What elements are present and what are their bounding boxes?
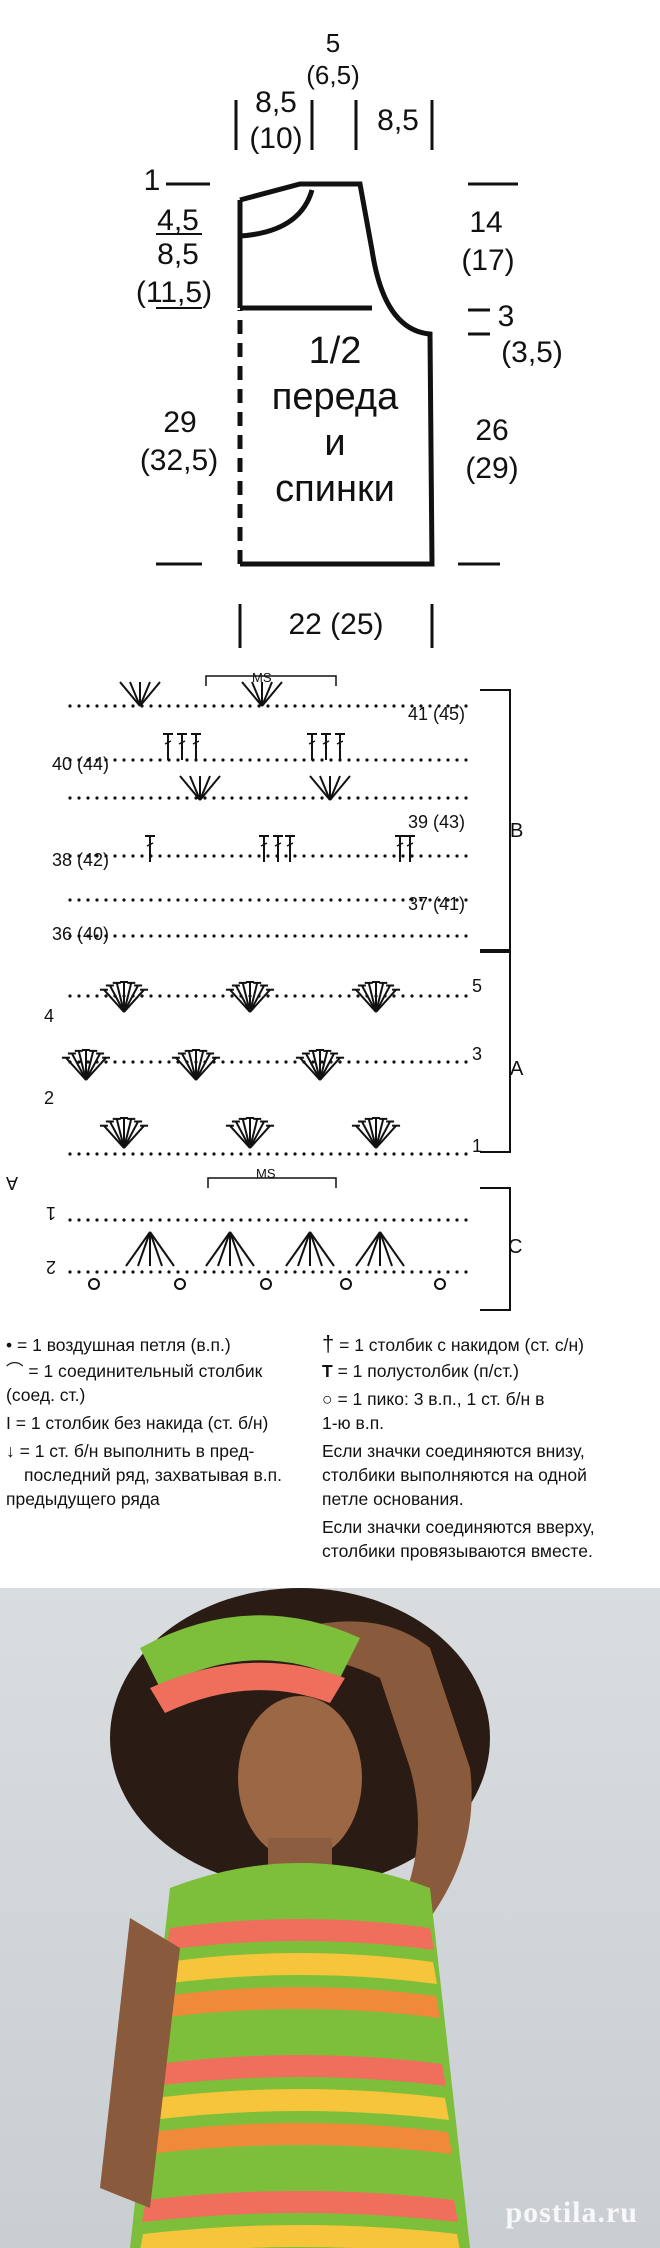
model-photo: postila.ru	[0, 1588, 660, 2248]
section-label-c: C	[508, 1236, 523, 1258]
dim-left-1: 1	[143, 164, 161, 197]
panel-title-1: 1/2	[308, 330, 362, 372]
dim-left-29: 29	[163, 406, 197, 439]
dim-right-17: (17)	[461, 244, 515, 277]
row-label-1: 1	[472, 1136, 483, 1156]
legend-note1-1: Если значки соединяются внизу,	[322, 1441, 585, 1461]
legend-sc: I = 1 столбик без накида (ст. б/н)	[6, 1413, 269, 1433]
legend-sc-prev-2: последний ряд, захватывая в.п.	[24, 1465, 282, 1485]
legend-sc-prev: ↓ = 1 ст. б/н выполнить в пред-	[6, 1441, 255, 1461]
c-row-label-2: 2	[46, 1257, 57, 1277]
row-label-3: 3	[472, 1044, 483, 1064]
legend-hdc: T = 1 полустолбик (п/ст.)	[322, 1361, 519, 1381]
row-label-41: 41 (45)	[408, 704, 466, 724]
ms-label-bottom: MS	[256, 1166, 276, 1181]
legend-note1-3: петле основания.	[322, 1489, 464, 1509]
legend-dc: † = 1 столбик с накидом (ст. с/н)	[322, 1331, 585, 1356]
arrow-down-icon: ↓	[6, 1441, 15, 1461]
legend-picot: ○ = 1 пико: 3 в.п., 1 ст. б/н в	[322, 1389, 545, 1409]
ms-label-top: MS	[252, 670, 272, 685]
dim-top-center-alt: (6,5)	[306, 60, 360, 90]
dim-left-85: 8,5	[157, 238, 199, 271]
dim-top-left: 8,5	[255, 86, 297, 119]
schematic: 5 (6,5) 8,5 (10) 8,5 1 4,5 8,5 (11,5) 29…	[0, 0, 660, 660]
single-crochet-icon: I	[6, 1413, 11, 1433]
dim-bottom: 22 (25)	[288, 608, 384, 641]
row-label-37: 37 (41)	[408, 894, 466, 914]
legend-note1-2: столбики выполняются на одной	[322, 1465, 587, 1485]
row-label-36: 36 (40)	[52, 924, 110, 944]
panel-title-4: спинки	[275, 468, 395, 510]
dim-top-left-alt: (10)	[249, 122, 303, 155]
dim-right-3: 3	[497, 300, 515, 333]
dim-right-26: 26	[475, 414, 509, 447]
slip-stitch-icon: ⌒	[6, 1361, 24, 1381]
dim-right-35: (3,5)	[501, 336, 563, 369]
c-side-label-a: A	[6, 1173, 19, 1193]
row-label-38: 38 (42)	[52, 850, 110, 870]
legend: • = 1 воздушная петля (в.п.) ⌒ = 1 соеди…	[0, 1320, 660, 1588]
c-row-label-1: 1	[46, 1203, 57, 1223]
legend-picot-2: 1-ю в.п.	[322, 1413, 385, 1433]
panel-title-2: переда	[271, 376, 399, 418]
legend-chain: • = 1 воздушная петля (в.п.)	[6, 1335, 231, 1355]
section-label-a: A	[510, 1058, 524, 1080]
dim-right-29: (29)	[465, 452, 519, 485]
legend-note2-1: Если значки соединяются вверху,	[322, 1517, 595, 1537]
section-label-b: B	[510, 820, 524, 842]
model-illustration	[100, 1588, 490, 2248]
chart-symbols	[61, 675, 511, 1311]
legend-note2-2: столбики провязываются вместе.	[322, 1541, 593, 1561]
row-label-39: 39 (43)	[408, 812, 466, 832]
legend-slip-2: (соед. ст.)	[6, 1385, 86, 1405]
dim-top-right: 8,5	[377, 104, 419, 137]
chain-icon: •	[6, 1335, 13, 1355]
double-crochet-icon: †	[322, 1331, 335, 1356]
row-label-2: 2	[44, 1088, 55, 1108]
dim-left-115: (11,5)	[135, 276, 213, 309]
dim-left-325: (32,5)	[139, 444, 219, 477]
dim-top-center: 5	[325, 28, 341, 58]
row-label-5: 5	[472, 976, 483, 996]
half-double-crochet-icon: T	[322, 1361, 333, 1381]
dim-left-45: 4,5	[157, 204, 199, 237]
watermark: postila.ru	[505, 2196, 638, 2229]
crochet-chart: MS MS 40 (44) 38 (42) 36 (40) 4 2 41 (45…	[0, 660, 660, 1320]
picot-icon: ○	[322, 1389, 333, 1409]
panel-title-3: и	[324, 422, 346, 464]
legend-slip: ⌒ = 1 соединительный столбик	[6, 1361, 263, 1381]
legend-sc-prev-3: предыдущего ряда	[6, 1489, 160, 1509]
row-label-4: 4	[44, 1006, 55, 1026]
dim-right-14: 14	[469, 206, 503, 239]
row-label-40: 40 (44)	[52, 754, 110, 774]
schematic-outline	[156, 100, 518, 648]
